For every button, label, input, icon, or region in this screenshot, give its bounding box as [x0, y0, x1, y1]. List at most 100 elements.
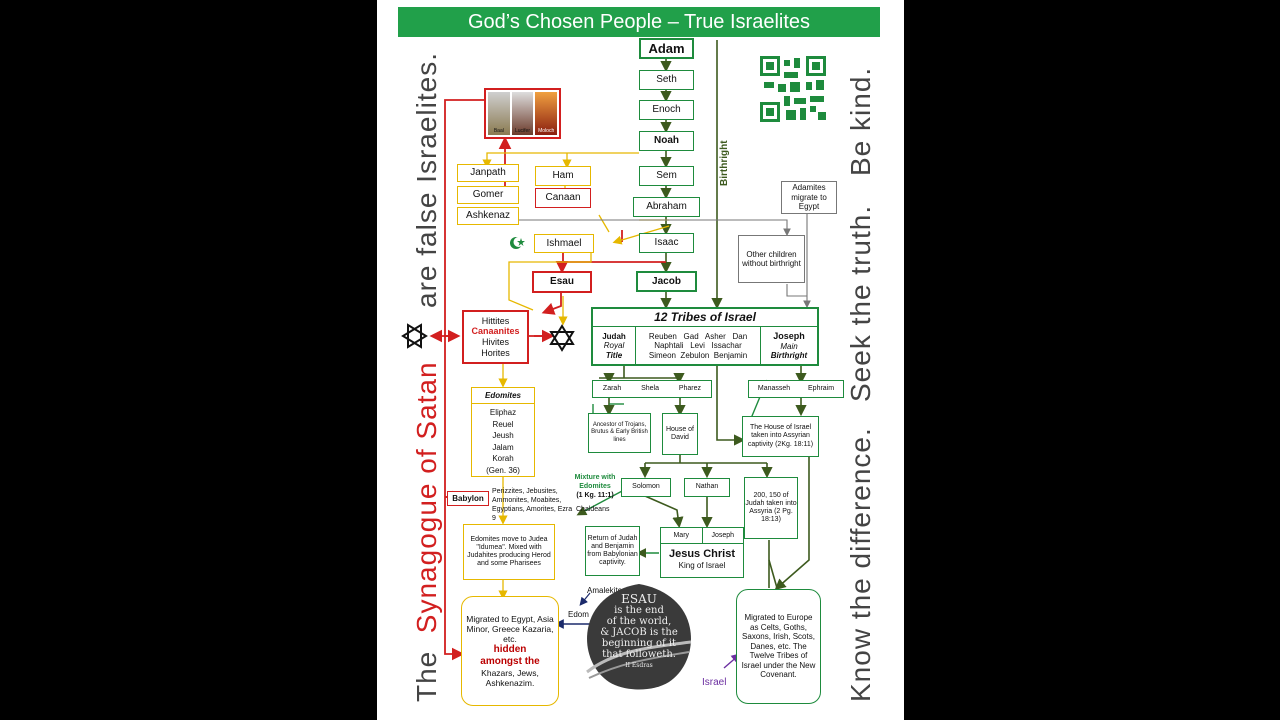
idols-box: Baal Lucifer Moloch — [484, 88, 561, 139]
synagogue-text: Synagogue of Satan — [411, 361, 442, 634]
tribes-row-2: Naphtali Levi Issachar — [654, 341, 742, 351]
lineage-noah: Noah — [639, 131, 694, 151]
seal-line5: beginning of it — [601, 638, 677, 649]
right-vertical-text-2: Seek the truth. — [845, 205, 877, 402]
left-vertical-text: The Synagogue of Satan — [411, 361, 443, 702]
hexagram-left-icon — [401, 323, 428, 349]
shela-text: Shela — [641, 384, 659, 392]
judah-royal: Royal — [603, 341, 625, 351]
adamites-box: Adamites migrate to Egypt — [781, 181, 837, 214]
the-word: The — [411, 650, 442, 702]
seal-text: ESAU is the end of the world, & JACOB is… — [583, 592, 695, 671]
esau-jacob-seal: ESAU is the end of the world, & JACOB is… — [583, 582, 695, 692]
edomites-box: Edomites Eliphaz Reuel Jeush Jalam Korah… — [471, 387, 535, 477]
seal-ref: II Esdras — [625, 662, 653, 669]
tribes-middle-cell: Reuben Gad Asher Dan Naphtali Levi Issac… — [636, 327, 760, 365]
amongst-the-text: amongst the — [480, 656, 540, 667]
birthright-label: Birthright — [719, 140, 730, 186]
canaanite-peoples-box: Hittites Canaanites Hivites Horites — [462, 310, 529, 364]
canaanites-text: Canaanites — [471, 326, 520, 337]
right-vertical-text-3: Be kind. — [845, 67, 877, 176]
mary-text: Mary — [661, 528, 703, 543]
edom-label: Edom — [568, 610, 589, 619]
khazars-text: Khazars, Jews, Ashkenazim. — [481, 667, 539, 688]
judah-name: Judah — [602, 331, 626, 341]
lineage-jacob: Jacob — [636, 271, 697, 292]
seal-line6: that followeth. — [602, 649, 676, 660]
other-children-box: Other children without birthright — [738, 235, 805, 283]
babylon-box: Babylon — [447, 491, 489, 506]
jesus-christ-box: Mary Joseph Jesus Christ King of Israel — [660, 527, 744, 578]
house-israel-box: The House of Israel taken into Assyrian … — [742, 416, 819, 457]
chart-page: God’s Chosen People – True Israelites — [377, 0, 904, 720]
mixture-ref: (1 Kg. 11:1) — [576, 492, 614, 499]
hivites-text: Hivites — [481, 337, 509, 347]
be-kind-text: Be kind. — [845, 66, 876, 176]
crescent-icon — [510, 237, 525, 249]
seek-truth-text: Seek the truth. — [845, 204, 876, 402]
ham-box: Ham — [535, 166, 591, 186]
joseph-name: Joseph — [773, 331, 805, 342]
false-israelites-text: are false Israelites. — [411, 52, 442, 308]
migrated-egypt-text: Migrated to Egypt, Asia Minor, Greece Ka… — [466, 614, 554, 645]
hidden-text: hidden — [493, 644, 527, 656]
gen36-text: (Gen. 36) — [486, 465, 520, 475]
europe-box: Migrated to Europe as Celts, Goths, Saxo… — [736, 589, 821, 704]
mixture-line2: Edomites — [579, 483, 611, 490]
judah-cell: Judah Royal Title — [593, 327, 636, 365]
eliphaz-text: Eliphaz — [489, 408, 517, 417]
lineage-adam: Adam — [639, 38, 694, 59]
japheth-ashkenaz: Ashkenaz — [457, 207, 519, 225]
japheth-janpath: Janpath — [457, 164, 519, 182]
right-vertical-text-1: Know the difference. — [845, 427, 877, 702]
joseph-birthright: Birthright — [770, 351, 808, 361]
seal-line1: ESAU — [621, 592, 657, 606]
mixture-line1: Mixture with — [574, 474, 616, 481]
lineage-seth: Seth — [639, 70, 694, 90]
israel-label: Israel — [702, 677, 727, 688]
jeush-text: Jeush — [492, 431, 514, 440]
hexagram-icon — [549, 324, 575, 352]
trojans-box: Ancestor of Trojans, Brutus & Early Brit… — [588, 413, 651, 453]
joseph-text: Joseph — [711, 532, 735, 539]
solomon-box: Solomon — [621, 478, 671, 497]
seal-line2: is the end — [614, 605, 664, 616]
seal-line4: & JACOB is the — [600, 627, 678, 638]
amalekites-label: Amalekites — [587, 586, 627, 595]
chaldeans-text: Chaldeans — [576, 506, 610, 513]
pharez-text: Pharez — [678, 384, 702, 392]
lucifer-label: Lucifer — [515, 128, 531, 135]
king-of-israel-text: King of Israel — [678, 560, 726, 570]
mixture-label: Mixture with Edomites (1 Kg. 11:1) — [565, 473, 625, 500]
lineage-sem: Sem — [639, 166, 694, 186]
jalam-text: Jalam — [492, 442, 514, 452]
reuel-text: Reuel — [492, 419, 514, 429]
canaan-box: Canaan — [535, 188, 591, 208]
tribes-row-1: Reuben Gad Asher Dan — [648, 331, 748, 341]
esau-box: Esau — [532, 271, 592, 293]
peoples-list-text: Perizzites, Jebusites, Ammonites, Moabit… — [492, 488, 573, 522]
left-vertical-text-top: are false Israelites. — [411, 52, 443, 308]
baal-image: Baal — [488, 92, 510, 135]
seal-line3: of the world, — [606, 616, 672, 627]
joseph-main: Main — [780, 341, 798, 351]
nathan-box: Nathan — [684, 478, 730, 497]
joseph-sons-box: Manasseh Ephraim — [748, 380, 844, 398]
joseph-cell: Joseph Main Birthright — [760, 327, 817, 365]
seal-shape-icon — [586, 584, 692, 690]
edomites-title: Edomites — [472, 388, 534, 404]
lineage-abraham: Abraham — [633, 197, 700, 217]
house-david-box: House of David — [662, 413, 698, 455]
judah-captive-box: 200, 150 of Judah taken into Assyria (2 … — [744, 477, 798, 539]
know-difference-text: Know the difference. — [845, 427, 876, 702]
manasseh-text: Manasseh — [757, 384, 791, 392]
japheth-gomer: Gomer — [457, 186, 519, 204]
edomites-judea-box: Edomites move to Judea "Idumea". Mixed w… — [463, 524, 555, 580]
judah-sons-box: Zarah Shela Pharez — [592, 380, 712, 398]
moloch-label: Moloch — [538, 128, 555, 135]
hittites-text: Hittites — [481, 315, 510, 326]
hidden-amongst-box: Migrated to Egypt, Asia Minor, Greece Ka… — [461, 596, 559, 706]
tribes-row-3: Simeon Zebulon Benjamin — [648, 350, 748, 360]
page-title: God’s Chosen People – True Israelites — [398, 7, 880, 37]
tribes-title: 12 Tribes of Israel — [593, 309, 817, 327]
